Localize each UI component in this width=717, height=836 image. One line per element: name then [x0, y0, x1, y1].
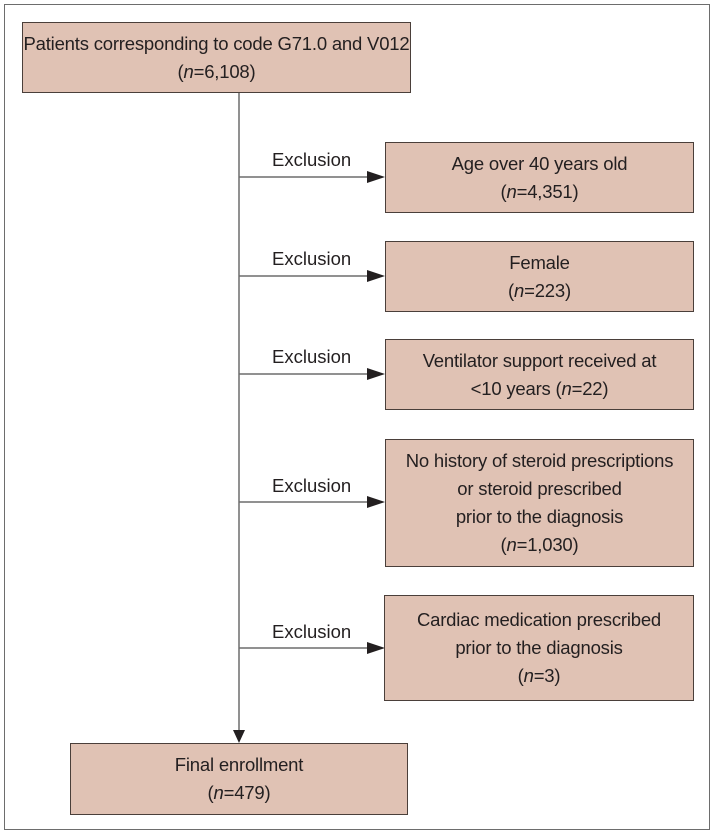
arrow-right-icon: [367, 642, 385, 654]
final-enrollment-box: Final enrollment (n=479): [70, 743, 408, 815]
exclusion-text: Cardiac medication prescribed: [416, 609, 662, 630]
exclusion-label: Exclusion: [272, 621, 352, 642]
exclusion-text: Female: [509, 251, 570, 273]
exclusion-text: Age over 40 years old: [451, 152, 628, 174]
exclusion-box-ventilator: Ventilator support received at <10 years…: [385, 339, 694, 410]
exclusion-text: or steroid prescribed: [457, 478, 622, 499]
exclusion-label: Exclusion: [272, 475, 352, 496]
arrow-right-icon: [367, 270, 385, 282]
arrow-down-icon: [233, 730, 245, 743]
exclusion-label: Exclusion: [272, 149, 352, 170]
exclusion-count: (n=3): [517, 665, 561, 686]
exclusion-text: prior to the diagnosis: [455, 637, 623, 658]
exclusion-count: (n=4,351): [500, 180, 579, 202]
exclusion-arrows: [239, 171, 385, 654]
exclusion-text: No history of steroid prescriptions: [405, 450, 674, 471]
exclusion-box-age: Age over 40 years old (n=4,351): [385, 142, 694, 213]
exclusion-label: Exclusion: [272, 248, 352, 269]
exclusion-box-cardiac: Cardiac medication prescribed prior to t…: [384, 595, 694, 701]
exclusion-text: Ventilator support received at: [422, 349, 657, 371]
final-count: (n=479): [207, 782, 271, 803]
exclusion-text: prior to the diagnosis: [455, 506, 624, 527]
exclusion-box-steroid: No history of steroid prescriptions or s…: [385, 439, 694, 567]
exclusion-label: Exclusion: [272, 346, 352, 367]
figure-frame: [4, 4, 710, 830]
start-box: Patients corresponding to code G71.0 and…: [22, 22, 411, 93]
exclusion-box-female: Female (n=223): [385, 241, 694, 312]
arrow-right-icon: [367, 171, 385, 183]
arrow-right-icon: [367, 496, 385, 508]
exclusion-count: (n=1,030): [500, 534, 579, 555]
exclusion-count: (n=223): [508, 279, 571, 301]
start-count: (n=6,108): [177, 60, 256, 82]
final-label: Final enrollment: [174, 754, 304, 775]
arrow-right-icon: [367, 368, 385, 380]
start-label: Patients corresponding to code G71.0 and…: [23, 32, 410, 54]
exclusion-count: <10 years (n=22): [470, 377, 609, 399]
